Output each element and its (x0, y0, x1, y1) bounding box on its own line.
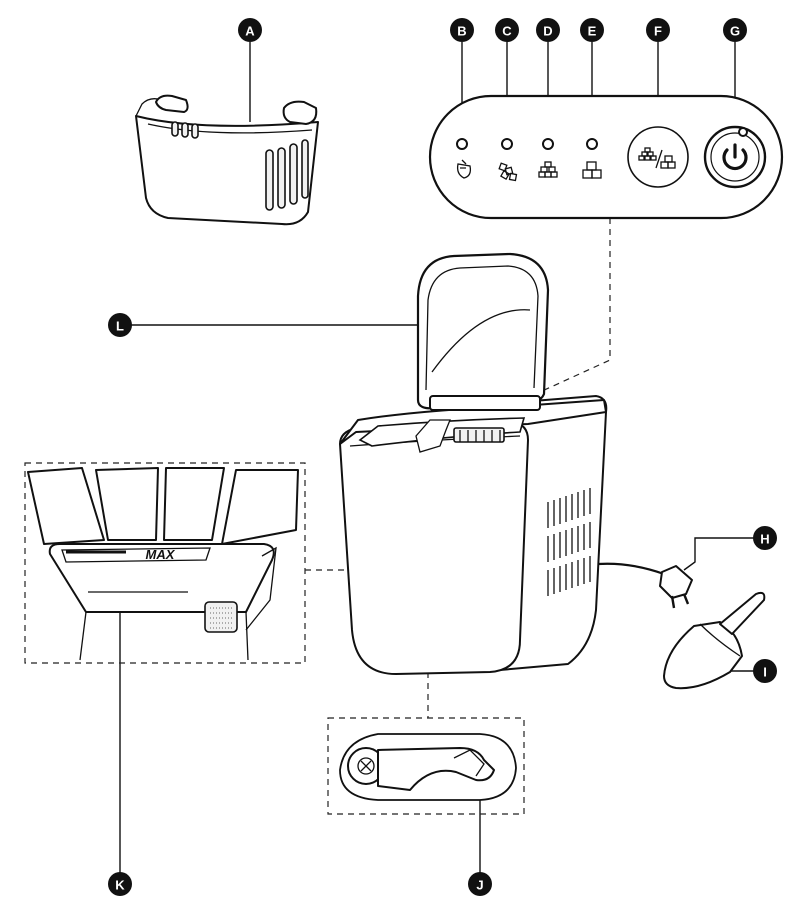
svg-text:B: B (457, 24, 466, 39)
lid (416, 252, 550, 411)
small-ice-icon (538, 161, 558, 178)
callout-i: I (753, 659, 777, 683)
clean-icon (456, 159, 472, 179)
water-level-sensor (204, 601, 238, 633)
drain-plug-inset (339, 733, 517, 801)
ice-size-button[interactable] (627, 126, 689, 188)
callout-d: D (536, 18, 560, 42)
callout-k: K (108, 872, 132, 896)
power-led (738, 127, 748, 137)
control-panel (428, 94, 784, 220)
large-ice-icon (582, 161, 602, 179)
ice-scoop (663, 591, 766, 690)
power-cord (597, 562, 693, 609)
svg-text:G: G (730, 24, 740, 39)
svg-text:A: A (245, 24, 255, 39)
callout-a: A (238, 18, 262, 42)
callout-g: G (723, 18, 747, 42)
power-button[interactable] (703, 125, 767, 189)
ice-size-toggle-icon (638, 147, 676, 169)
svg-text:E: E (588, 24, 597, 39)
callout-l: L (108, 313, 132, 337)
svg-text:L: L (116, 319, 124, 334)
svg-text:J: J (476, 878, 483, 893)
svg-text:I: I (763, 665, 767, 680)
svg-text:D: D (543, 24, 552, 39)
ice-full-icon (498, 162, 518, 182)
leader-lines (119, 42, 760, 880)
side-vents (547, 488, 591, 596)
callout-f: F (646, 18, 670, 42)
svg-text:K: K (115, 878, 125, 893)
basket-slots (171, 121, 309, 211)
water-tank-inset: MAX (27, 467, 299, 661)
indicator-leds (456, 138, 598, 150)
callout-e: E (580, 18, 604, 42)
callout-b: B (450, 18, 474, 42)
ice-basket (135, 94, 319, 226)
ice-maker-body (339, 395, 608, 675)
power-icon (722, 143, 748, 171)
max-label: MAX (146, 547, 176, 562)
callout-h: H (753, 526, 777, 550)
callout-c: C (495, 18, 519, 42)
svg-text:H: H (760, 532, 769, 547)
callout-j: J (468, 872, 492, 896)
svg-text:C: C (502, 24, 512, 39)
evaporator (453, 427, 505, 443)
svg-text:F: F (654, 24, 662, 39)
